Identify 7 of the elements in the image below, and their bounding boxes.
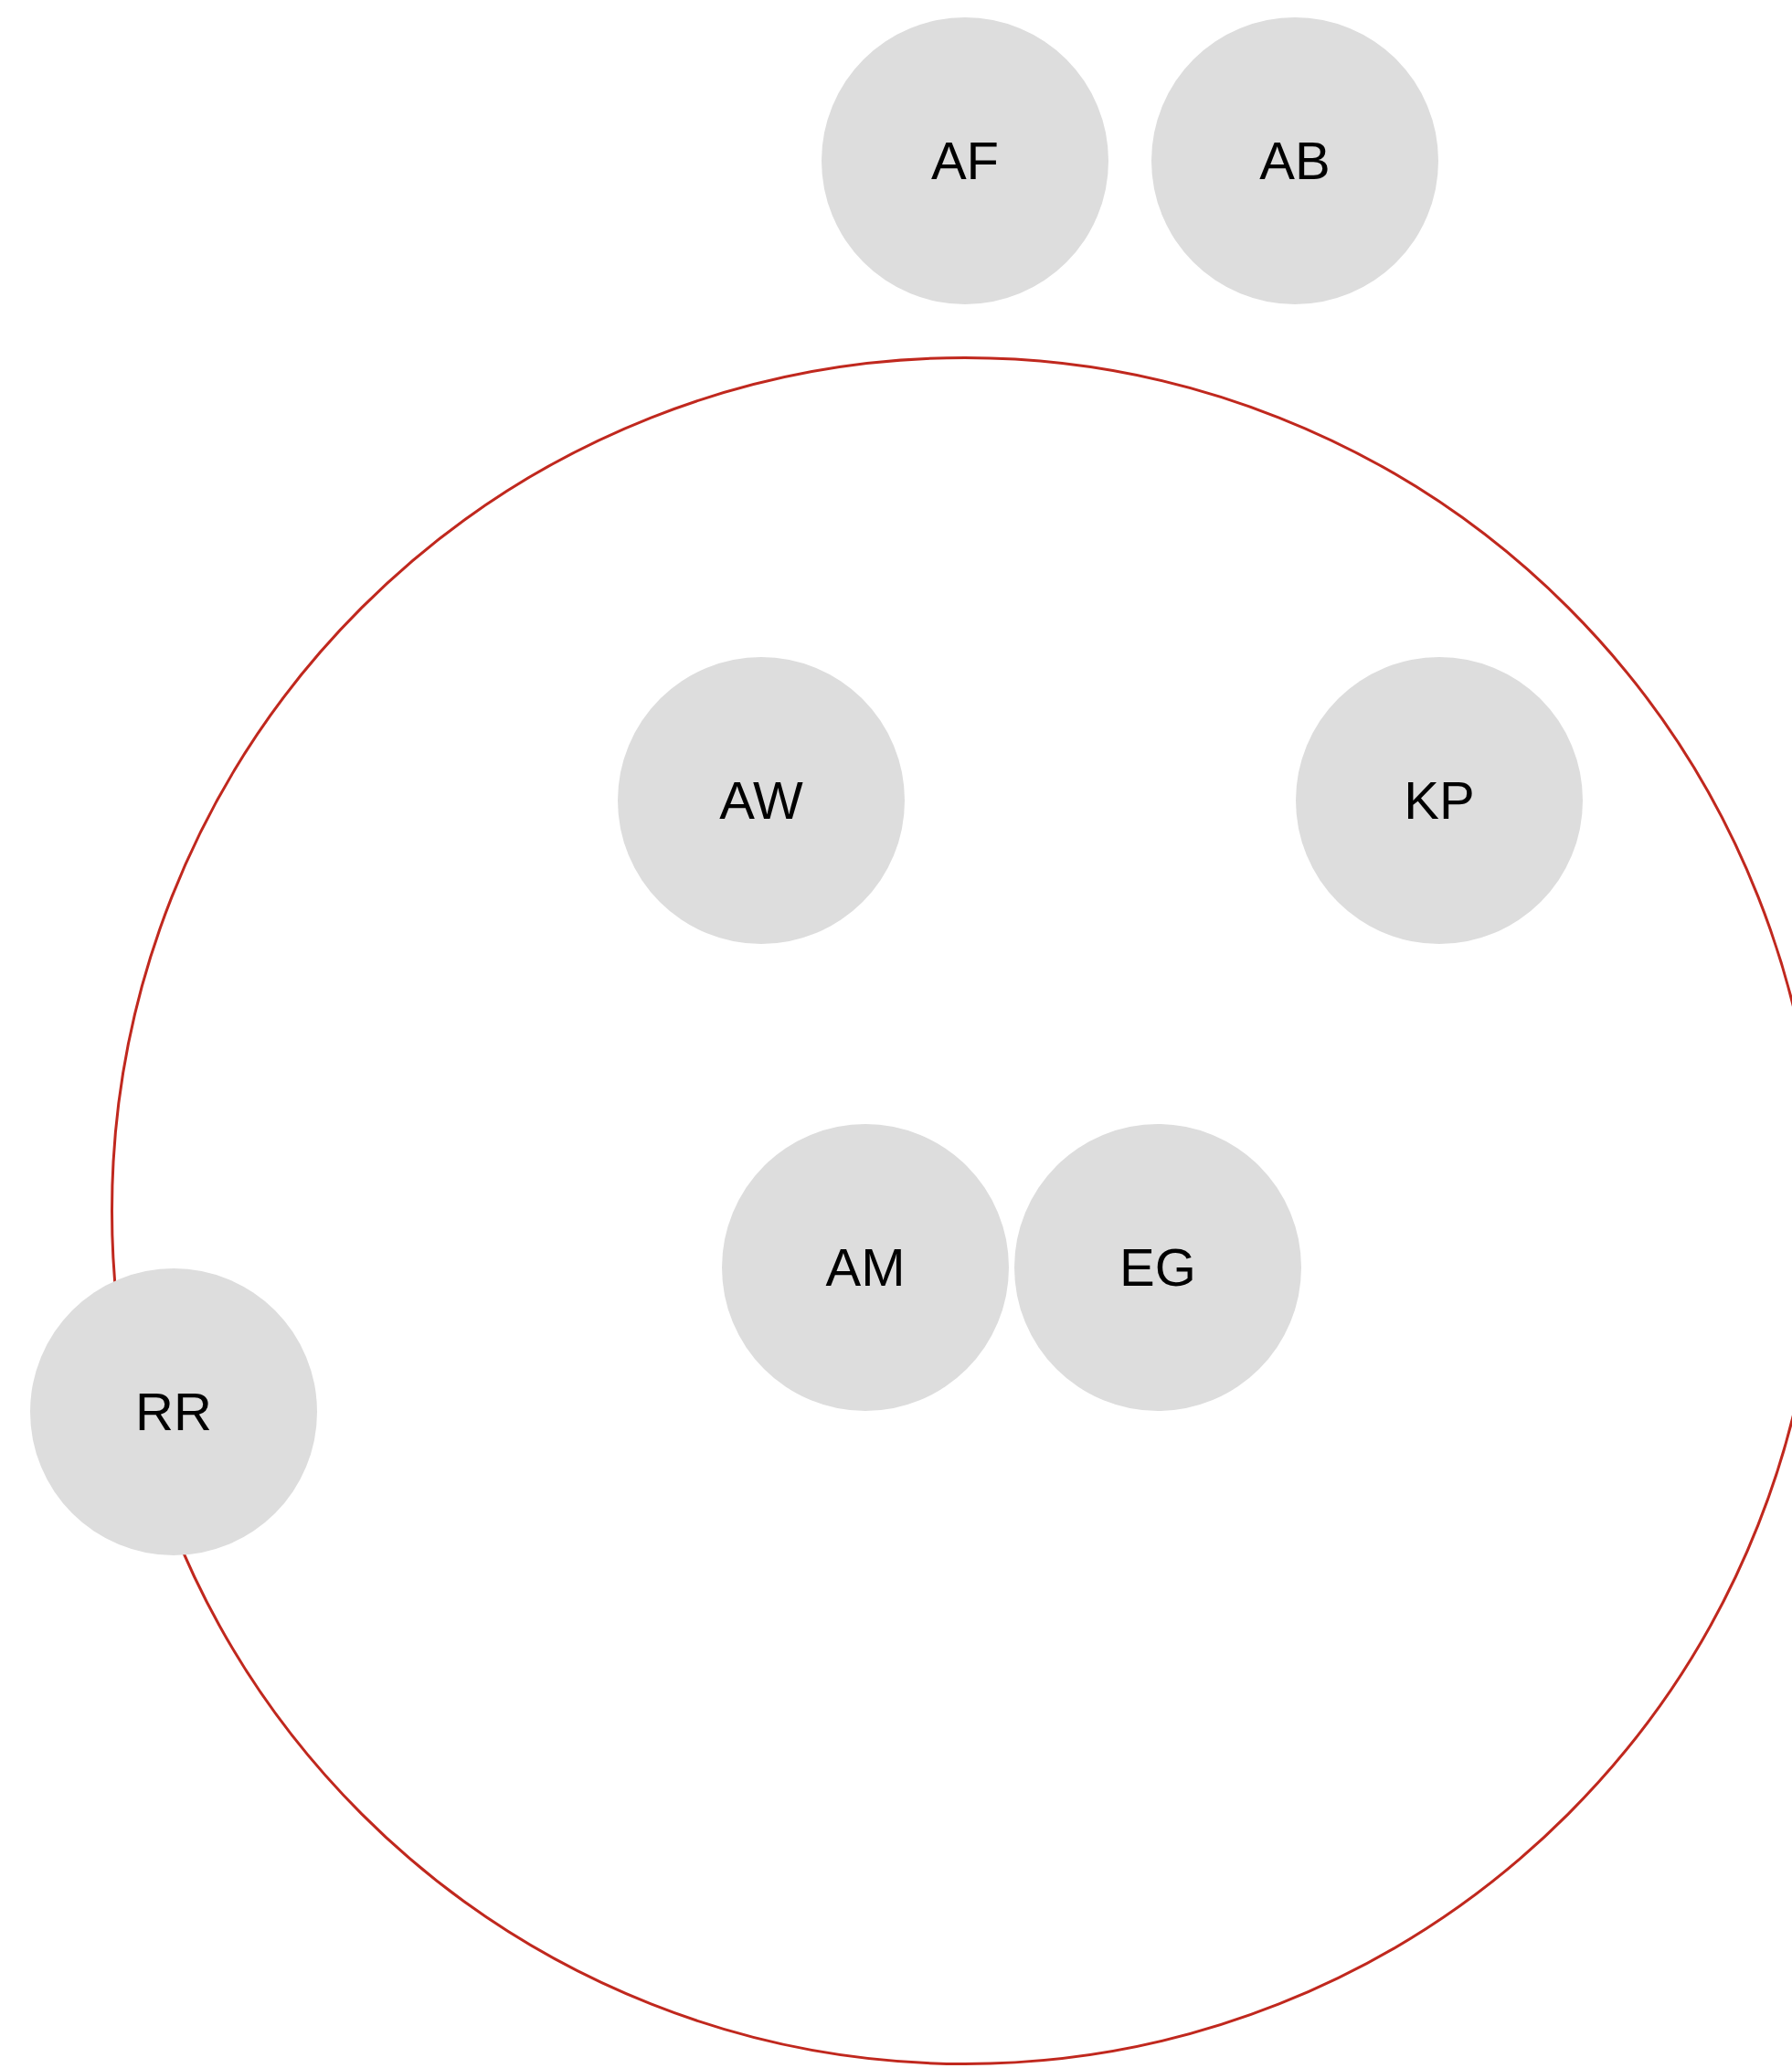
- node-label: RR: [135, 1385, 212, 1438]
- node-label: AF: [930, 134, 1000, 187]
- node-label: AB: [1259, 134, 1331, 187]
- node-label: AM: [825, 1241, 906, 1294]
- node-label: AW: [719, 774, 803, 827]
- node-label: KP: [1404, 774, 1475, 827]
- node-label: EG: [1119, 1241, 1196, 1294]
